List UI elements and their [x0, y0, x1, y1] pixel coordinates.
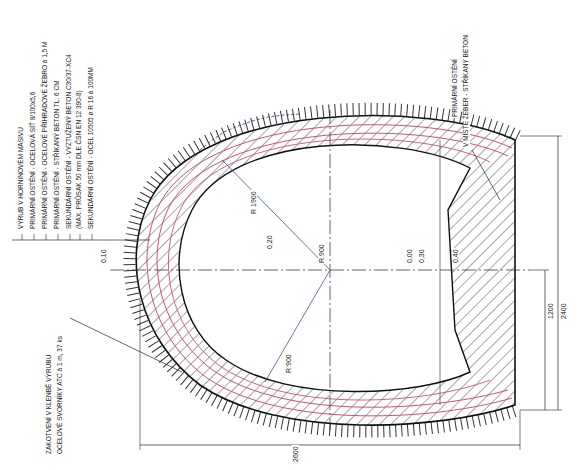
extension-line	[520, 410, 562, 411]
note-text: (MAX. PRŮSAK 50 mm DLE ČSN EN 12 390-8)	[76, 89, 83, 230]
note-text: VÝRUB V HORNINOVÉM MASIVU	[18, 126, 25, 230]
note-text: OCELOVÉ SVORNÍKY ATC á 1 m, 37 ks	[57, 335, 64, 455]
axis-line	[440, 140, 441, 405]
dimension-label: 0,10	[100, 248, 107, 264]
radius-line	[265, 270, 330, 382]
dimension-label: 2400	[560, 302, 567, 320]
note-text: ZAKOTVENÍ V KLENBĚ VÝRUBU	[46, 354, 53, 455]
dimension-label: 0,20	[266, 234, 273, 250]
dimension-label: 2600	[292, 445, 299, 463]
radius-line	[222, 160, 330, 270]
leader-ticks	[22, 234, 92, 240]
leader-line	[472, 150, 500, 200]
dimension-label: 0,00	[406, 248, 413, 264]
note-text: PRIMÁRNÍ OSTĚNÍ - OCELOVÉ PŘÍHRADOVÉ ŽEB…	[42, 41, 49, 230]
note-text: PRIMÁRNÍ OSTĚNÍ - STŘÍKANÝ BETON TL. 6 C…	[54, 79, 61, 230]
radius-label: R 900	[318, 243, 325, 264]
dimension-line	[140, 445, 520, 446]
note-text: SEKUNDÁRNÍ OSTĚNÍ - OCEL 10505 ø R 16 á …	[88, 66, 95, 230]
radius-label: R 1900	[250, 190, 257, 215]
secondary-lining-line	[168, 139, 490, 400]
intrados-line	[179, 145, 470, 392]
note-text: PRIMÁRNÍ OSTĚNÍ - OCELOVÁ SÍŤ 8/100x5,6	[30, 91, 37, 230]
dimension-line	[558, 136, 559, 410]
extension-line	[520, 136, 562, 137]
lattice-girder	[200, 114, 300, 150]
dimension-label: 1200	[547, 302, 554, 320]
extension-line	[140, 300, 141, 450]
radius-label: R 900	[285, 353, 292, 374]
note-text: PRIMÁRNÍ OSTĚNÍ	[452, 58, 459, 118]
dimension-line	[545, 270, 546, 410]
leader-line	[12, 240, 150, 241]
extension-line	[520, 410, 521, 450]
note-text: SEKUNDÁRNÍ OSTĚNÍ - VYZTUŽENÝ BETON C30/…	[66, 53, 73, 230]
dimension-label: 0,40	[452, 248, 459, 264]
center-line	[110, 270, 530, 271]
leader-line	[70, 318, 182, 372]
extension-line	[530, 270, 549, 271]
note-text: V MÍSTĚ ŽEBER - STŘÍKANÝ BETON	[463, 34, 470, 148]
dimension-label: 0,30	[418, 248, 425, 264]
